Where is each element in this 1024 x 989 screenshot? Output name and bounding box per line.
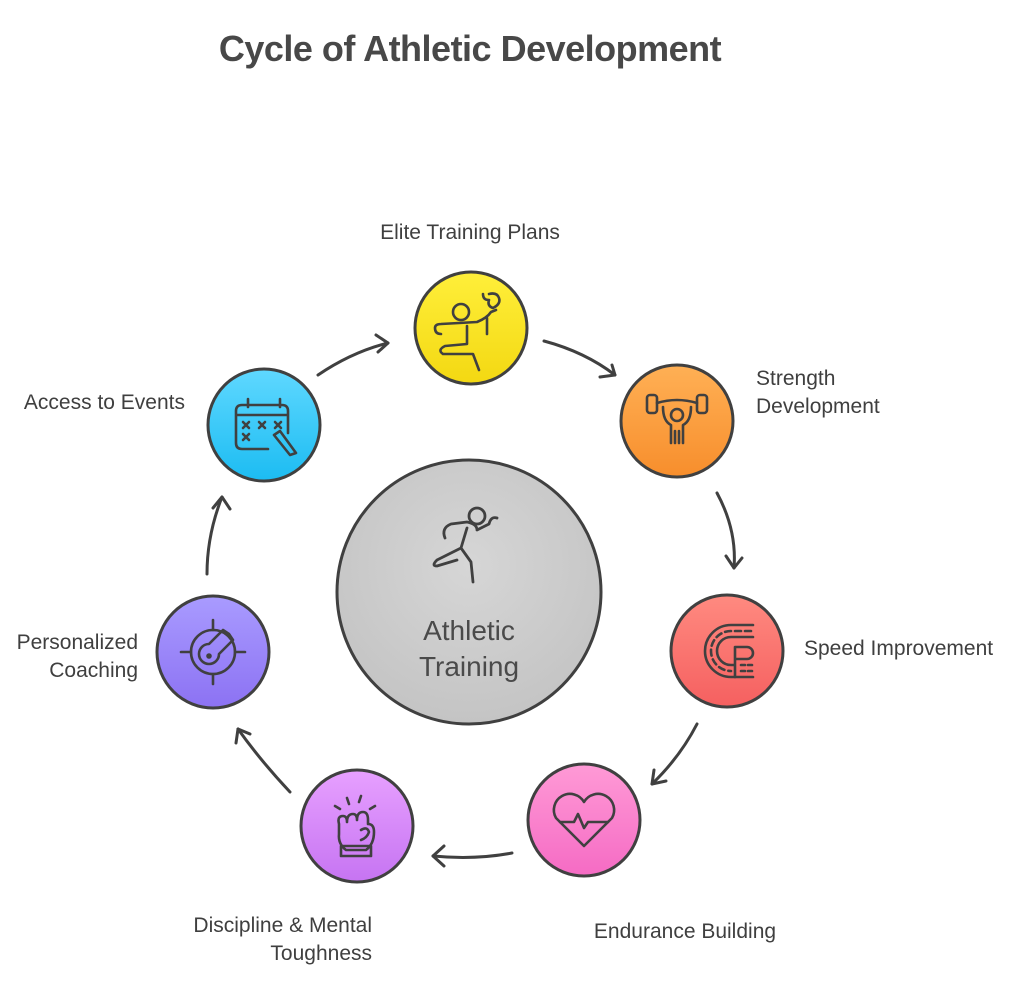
label-line: Personalized [16, 631, 138, 654]
node-access-to-events [206, 367, 322, 483]
label-line: Access to Events [23, 391, 185, 414]
heart-pulse-icon [552, 792, 616, 848]
node-label-access-to-events: Access to Events [0, 389, 185, 417]
center-label-line1: Athletic [423, 615, 515, 646]
label-line: Discipline & Mental [193, 914, 372, 937]
label-line: Toughness [270, 942, 372, 965]
label-line: Elite Training Plans [380, 221, 560, 244]
arrow-head-icon [234, 727, 252, 745]
fist-icon [333, 794, 377, 858]
node-circle [155, 594, 271, 710]
arrows-layer [205, 333, 744, 868]
node-label-endurance-building: Endurance Building [560, 918, 810, 946]
cycle-arrow [316, 333, 390, 377]
target-key-icon [179, 618, 247, 686]
cycle-arrow [542, 339, 617, 379]
label-line: Coaching [49, 659, 138, 682]
race-track-icon [703, 623, 757, 679]
calendar-pen-icon [234, 397, 298, 457]
node-personalized-coaching [155, 594, 271, 710]
node-speed-improvement [669, 593, 785, 709]
arrow-head-icon [650, 768, 668, 786]
cycle-arrow [650, 722, 699, 786]
cycle-arrow [205, 495, 232, 576]
label-line: Strength [756, 367, 836, 390]
weightlifter-icon [645, 393, 709, 445]
cycle-arrow [431, 844, 514, 868]
node-circle [526, 762, 642, 878]
node-label-elite-training-plans: Elite Training Plans [330, 219, 610, 247]
node-circle [206, 367, 322, 483]
diagram-title: Cycle of Athletic Development [218, 28, 722, 69]
running-person-icon [432, 506, 499, 584]
cycle-arrow [715, 491, 744, 570]
label-line: Speed Improvement [804, 637, 994, 660]
node-discipline-mental-toughness [299, 768, 415, 884]
arrow-head-icon [211, 495, 232, 511]
label-line: Endurance Building [593, 920, 777, 943]
node-strength-development [619, 363, 735, 479]
node-label-speed-improvement: Speed Improvement [804, 635, 1024, 663]
arrow-head-icon [431, 844, 446, 868]
node-circle [413, 270, 529, 386]
athlete-stretch-icon [433, 292, 501, 372]
arrow-head-icon [374, 333, 390, 354]
arrow-head-icon [598, 363, 617, 379]
node-circle [669, 593, 785, 709]
node-circle [299, 768, 415, 884]
arrow-head-icon [724, 554, 744, 570]
nodes-layer [155, 270, 785, 884]
node-endurance-building [526, 762, 642, 878]
center-circle [335, 458, 603, 726]
center-label-line2: Training [419, 651, 519, 682]
cycle-arrow [234, 727, 292, 794]
label-line: Development [756, 395, 880, 418]
node-elite-training-plans [413, 270, 529, 386]
